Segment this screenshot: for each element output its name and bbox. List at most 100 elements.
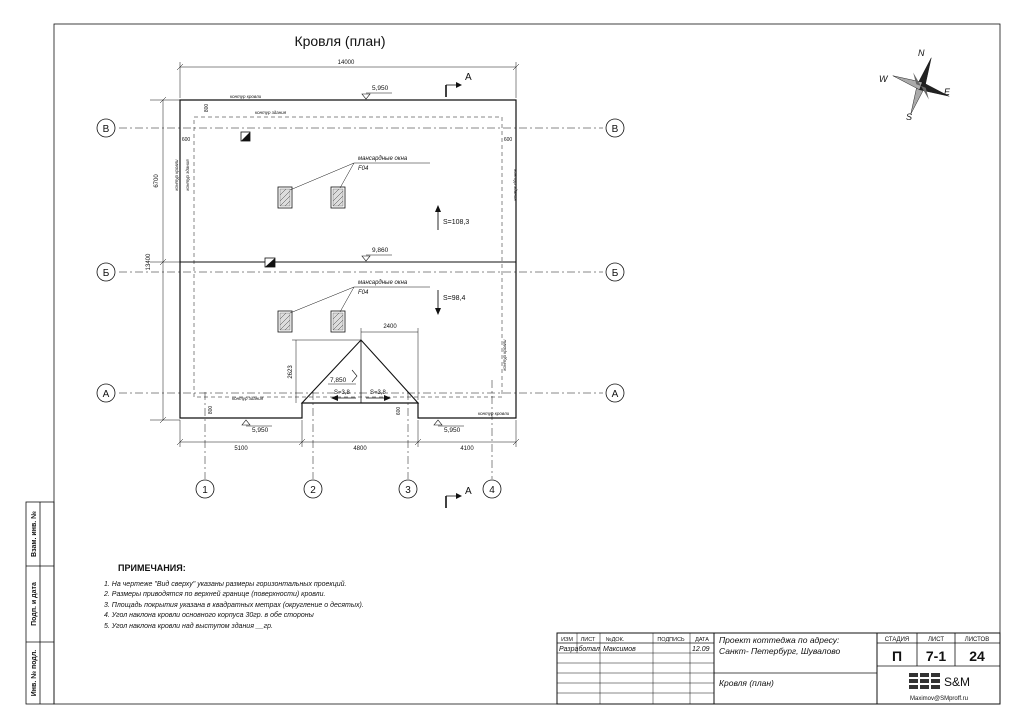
svg-text:В: В — [612, 124, 619, 135]
label-building-contour-left: контур здания — [185, 159, 190, 191]
elevation-mark-bottom-right — [433, 419, 464, 427]
area-bump-left: S=3,8 — [334, 390, 351, 396]
slope-arrow-bump-right — [366, 395, 391, 401]
axis-bubble-col-3: 3 — [398, 479, 418, 499]
sheet-frame — [53, 23, 1001, 705]
axis-lines-cols — [204, 380, 493, 479]
dormer-leaders — [289, 162, 430, 314]
title-block — [556, 632, 1001, 705]
dim-bottom-1: 5100 — [234, 446, 248, 452]
notes-block: ПРИМЕЧАНИЯ: 1. На чертеже "Вид сверху" у… — [104, 563, 544, 632]
svg-text:Б: Б — [612, 268, 619, 279]
dormer-window-4 — [330, 310, 346, 333]
elevation-mark-top — [361, 92, 392, 100]
dim-ridge-label: 2400 — [383, 324, 397, 330]
dim-overall-width-label: 14000 — [338, 60, 355, 66]
label-dormers-top: мансардные окна — [358, 156, 408, 162]
dim-upper-height: 6700 — [154, 174, 160, 188]
chimney-marker-ridge — [264, 257, 276, 268]
compass-s: S — [906, 112, 912, 122]
axis-bubble-row-v-left: В — [96, 118, 116, 138]
side-stamp-1: Взам. инв. № — [30, 511, 38, 557]
tb-header-data: ДАТА — [695, 637, 709, 643]
roof-outline — [179, 99, 517, 419]
label-building-contour-bottom: контур здания — [232, 396, 264, 401]
tb-sheet-title: Кровля (план) — [719, 678, 774, 688]
axis-bubble-row-b-right: Б — [605, 262, 625, 282]
slope-arrow-bump-left — [331, 395, 356, 401]
label-roof-contour-bottom: контур кровли — [478, 411, 510, 416]
label-dormer-code-bottom: F04 — [358, 290, 369, 296]
slope-arrow-top — [435, 205, 441, 230]
section-mark-top-label: А — [465, 72, 472, 83]
dormer-window-2 — [330, 186, 346, 209]
label-dormer-code-top: F04 — [358, 166, 369, 172]
dim-bay-height-label: 2623 — [288, 365, 294, 379]
tb-sheets: 24 — [969, 648, 985, 664]
notes-item-2: 2. Размеры приводятся по верхней границе… — [104, 591, 326, 598]
notes-item-1: 1. На чертеже "Вид сверху" указаны разме… — [104, 580, 347, 588]
section-mark-bottom — [445, 493, 462, 508]
axis-bubble-col-2: 2 — [303, 479, 323, 499]
dim-ridge — [360, 328, 419, 400]
label-roof-contour-left: контур кровли — [174, 159, 179, 191]
notes-title: ПРИМЕЧАНИЯ: — [118, 563, 186, 573]
dormer-window-1 — [277, 186, 293, 209]
tb-col-stage: СТАДИЯ — [885, 637, 910, 643]
elevation-top: 5,950 — [372, 85, 389, 92]
area-bump-right: S=3,8 — [370, 390, 387, 396]
compass-w: W — [879, 74, 889, 84]
section-mark-top — [445, 82, 462, 97]
tb-project: Проект коттеджа по адресу: — [719, 635, 840, 645]
axis-bubble-row-b-left: Б — [96, 262, 116, 282]
elevation-bottom-left: 5,950 — [252, 427, 269, 434]
axis-bubble-row-a-right: А — [605, 383, 625, 403]
svg-text:А: А — [103, 389, 110, 400]
dim-offset-left: 600 — [182, 137, 191, 143]
svg-text:4: 4 — [489, 485, 495, 496]
dim-offset-bump: 600 — [396, 407, 402, 416]
tb-header-podpis: ПОДПИСЬ — [657, 637, 685, 643]
side-stamp — [25, 501, 55, 705]
svg-text:А: А — [612, 389, 619, 400]
dim-bottom-2: 4800 — [353, 446, 367, 452]
tb-col-sheets: ЛИСТОВ — [965, 637, 989, 643]
tb-col-sheet: ЛИСТ — [928, 637, 944, 643]
label-roof-contour-right: контур кровли — [502, 339, 507, 371]
dim-bottom-chain — [176, 420, 520, 447]
dim-overall-height: 13400 — [146, 253, 152, 270]
svg-text:1: 1 — [202, 485, 208, 496]
bay-roof — [300, 339, 420, 404]
elevation-mark-bump — [328, 369, 358, 385]
label-roof-contour-top: контур кровли — [230, 94, 262, 99]
elevation-mid: 9,860 — [372, 247, 389, 254]
company-logo-icon — [909, 673, 940, 689]
dim-bay-height — [292, 339, 361, 403]
building-contour — [193, 116, 503, 398]
compass-rose-icon — [892, 57, 950, 115]
notes-item-3: 3. Площадь покрытия указана в квадратных… — [104, 601, 364, 609]
tb-header-ndok: №ДОК. — [606, 637, 625, 643]
axis-bubble-col-1: 1 — [195, 479, 215, 499]
tb-author: Максимов — [603, 646, 636, 653]
svg-text:2: 2 — [310, 485, 316, 496]
tb-date: 12.09 — [692, 646, 710, 653]
svg-text:3: 3 — [405, 485, 411, 496]
axis-bubble-row-a-left: А — [96, 383, 116, 403]
axis-bubble-row-v-right: В — [605, 118, 625, 138]
notes-item-5: 5. Угол наклона кровли над выступом здан… — [104, 622, 273, 630]
side-stamp-2: Подп. и дата — [31, 582, 38, 626]
tb-header-izm: ИЗМ — [561, 637, 573, 643]
tb-header-list: ЛИСТ — [581, 637, 596, 643]
dim-overall-width — [176, 62, 520, 98]
dormer-window-3 — [277, 310, 293, 333]
dim-offset-right: 600 — [504, 137, 513, 143]
elevation-bottom-right: 5,950 — [444, 427, 461, 434]
label-building-contour-top: контур здания — [255, 110, 287, 115]
axis-bubble-col-4: 4 — [482, 479, 502, 499]
tb-sheet: 7-1 — [926, 648, 946, 664]
tb-stage: П — [892, 648, 902, 664]
section-mark-bottom-label: А — [465, 486, 472, 497]
elevation-bump: 7,850 — [330, 377, 347, 384]
